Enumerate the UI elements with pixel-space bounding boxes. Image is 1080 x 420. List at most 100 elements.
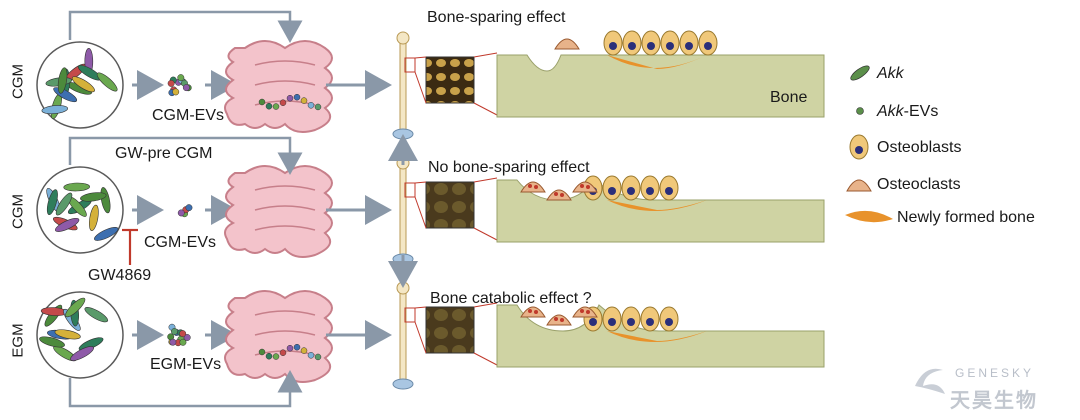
bacterium (46, 189, 58, 216)
osteoclast-nucleus (534, 185, 538, 189)
row-1 (36, 30, 825, 140)
ev-particle (286, 94, 294, 102)
intestine-fold (254, 225, 316, 231)
osteoblast-nucleus (704, 42, 712, 50)
ev-particle (265, 352, 273, 360)
bacterium (70, 346, 94, 361)
bacterium (41, 105, 69, 115)
osteoclast (546, 189, 572, 201)
bacterium (54, 217, 80, 232)
osteoclast (546, 314, 572, 326)
new-bone (607, 200, 707, 211)
bacterium (71, 76, 95, 93)
legend-osteoclasts-label: Osteoclasts (877, 176, 961, 193)
femur (399, 289, 407, 383)
ev-particle (293, 93, 301, 101)
intestine (224, 290, 333, 383)
new-bone (607, 331, 707, 342)
osteoblast-nucleus (647, 42, 655, 50)
ev-particle (300, 97, 308, 104)
femur-head (396, 31, 410, 45)
osteoclast (520, 181, 546, 193)
osteoclast-nucleus (586, 310, 590, 314)
zoom-line (414, 321, 427, 354)
ev-particle (258, 98, 266, 106)
intestine-fold (254, 205, 316, 211)
osteoclast-nucleus (560, 318, 564, 322)
intestine-fold (254, 310, 316, 316)
legend-akk-evs-icon (856, 107, 864, 115)
zoom-box (404, 182, 416, 198)
ev-particle (169, 338, 177, 346)
zoom-line (473, 52, 498, 58)
osteoclast-nucleus (560, 193, 564, 197)
ev-particle (182, 84, 190, 92)
ev-particle (179, 338, 187, 346)
osteoclast-nucleus (586, 185, 590, 189)
legend-new-bone-icon (845, 210, 893, 223)
zoom-box (404, 307, 416, 323)
zoom-line (473, 302, 498, 308)
legend-new-bone-label: Newly formed bone (897, 209, 1035, 226)
bacterium (96, 72, 118, 92)
osteoblast-nucleus (628, 42, 636, 50)
intestine (224, 40, 333, 133)
osteoblast-nucleus (665, 187, 673, 195)
trabecular-inset (425, 181, 475, 229)
osteoblast-nucleus (627, 187, 635, 195)
bacterium (57, 67, 68, 94)
inhibitor-label: GW4869 (88, 267, 152, 284)
osteoblast-nucleus (609, 42, 617, 50)
bacterium (89, 204, 99, 231)
osteoblast-nucleus (685, 42, 693, 50)
bypass-arrow-bottom (68, 370, 303, 408)
ev-particle (279, 99, 287, 106)
ev-particle (314, 103, 322, 111)
ev-particle (265, 102, 273, 110)
legend-akk-icon (850, 65, 870, 81)
ev-particle (272, 103, 280, 110)
intestine-fold (254, 185, 316, 191)
osteoclast-nucleus (554, 317, 558, 321)
row-1-side-label: CGM (9, 64, 27, 99)
bacterium (63, 182, 90, 192)
osteoblast-nucleus (627, 318, 635, 326)
osteoclast-nucleus (534, 310, 538, 314)
osteoblast-nucleus (646, 187, 654, 195)
bacterium (65, 297, 86, 318)
watermark-latin: GENESKY (955, 366, 1035, 380)
osteoclast (554, 38, 580, 50)
row-1-ev-label: CGM-EVs (152, 107, 224, 124)
ev-particle (272, 353, 280, 360)
zoom-line (473, 352, 498, 366)
row-3 (36, 281, 825, 390)
ev-particle (300, 347, 308, 354)
ev-particle (314, 353, 322, 361)
intestine-fold (254, 60, 316, 66)
zoom-line (473, 102, 498, 116)
femur-condyle (392, 128, 414, 140)
bacterium (54, 329, 81, 340)
osteoblast-nucleus (666, 42, 674, 50)
ev-particle (293, 343, 301, 351)
osteoclast-nucleus (554, 192, 558, 196)
bypass-arrow-middle (68, 136, 303, 175)
bone-label: Bone (770, 89, 808, 106)
row-3-ev-label: EGM-EVs (150, 356, 222, 373)
zoom-line (414, 71, 427, 104)
trabecular-inset (425, 56, 475, 104)
row-2-effect-label: No bone-sparing effect (428, 159, 590, 176)
row-2-side-label: CGM (9, 194, 27, 229)
row-2-ev-label: CGM-EVs (144, 234, 216, 251)
bacterium (55, 192, 73, 216)
watermark-cjk: 天昊生物 (950, 390, 1038, 412)
ev-particle (258, 348, 266, 356)
zoom-line (414, 306, 427, 309)
osteoclast-nucleus (580, 184, 584, 188)
ev-particle (185, 204, 193, 212)
osteoblast-nucleus (646, 318, 654, 326)
femur-head (396, 281, 410, 295)
legend-akk-evs-rest: -EVs (903, 103, 939, 120)
